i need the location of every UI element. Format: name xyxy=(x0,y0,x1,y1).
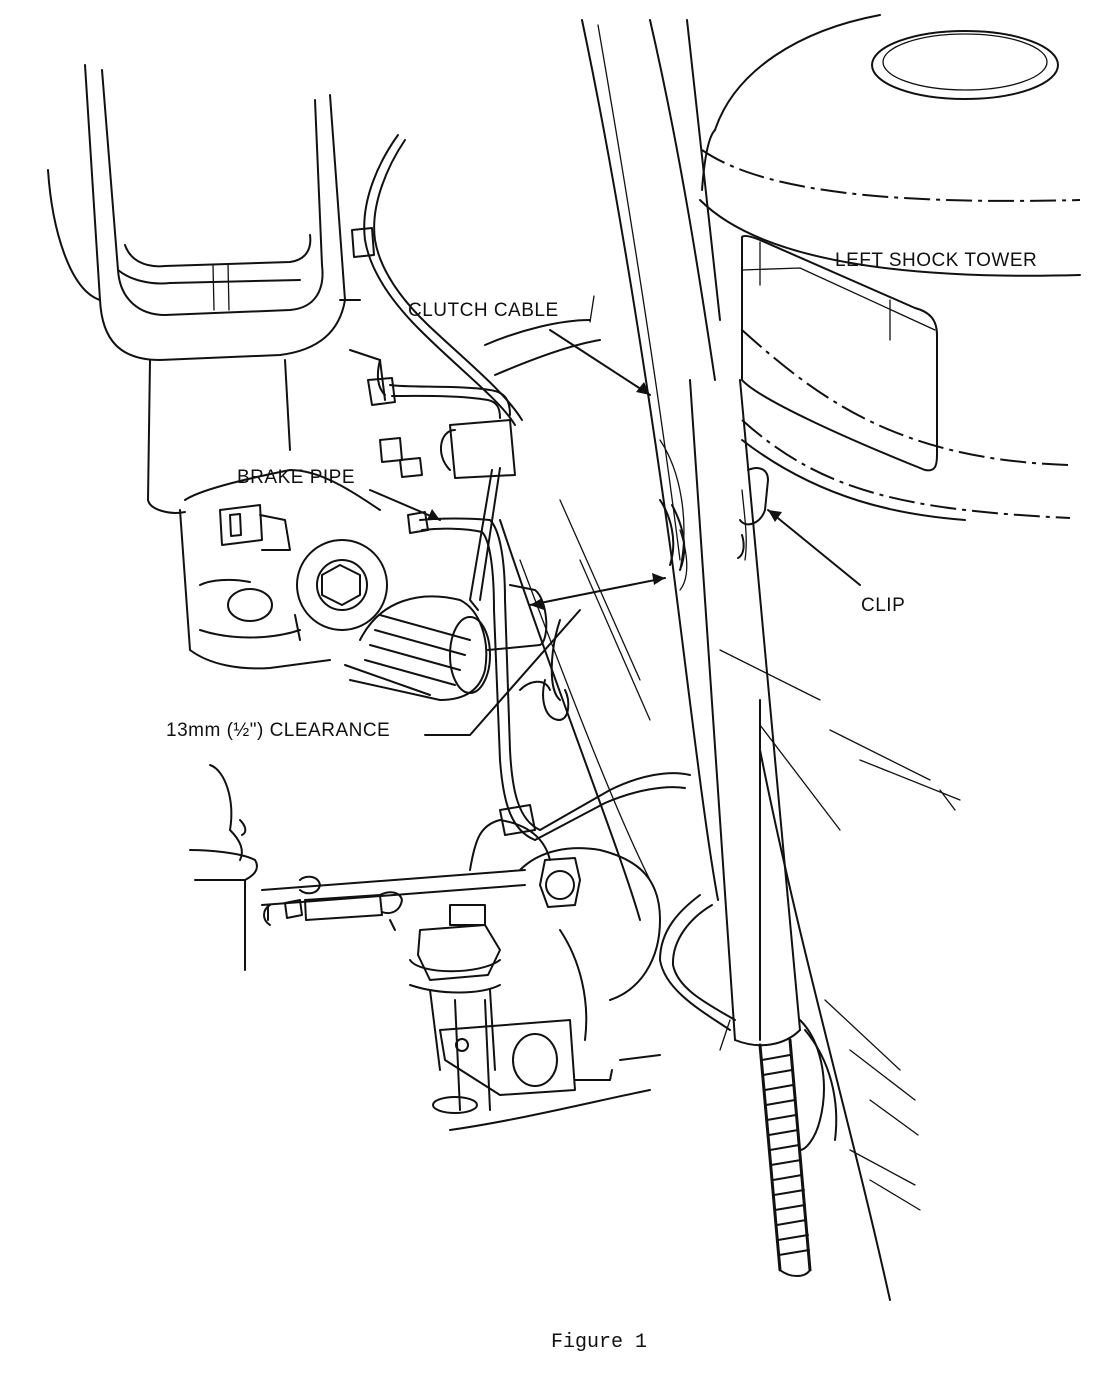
figure-caption: Figure 1 xyxy=(551,1331,647,1354)
brake-master-cylinder-reservoir xyxy=(47,64,548,701)
label-brake-pipe: BRAKE PIPE xyxy=(237,467,355,488)
threaded-rod xyxy=(758,1019,838,1277)
lower-linkage-assembly xyxy=(189,764,661,1131)
clip-bracket xyxy=(659,467,769,571)
inner-fender-panel xyxy=(499,19,721,921)
strut-tube xyxy=(689,379,801,1047)
label-clearance: 13mm (½") CLEARANCE xyxy=(166,720,390,741)
left-shock-tower xyxy=(699,14,1081,1301)
leader-lines xyxy=(369,329,861,736)
clutch-cable xyxy=(351,134,601,721)
label-clip: CLIP xyxy=(861,595,905,616)
label-left-shock-tower: LEFT SHOCK TOWER xyxy=(835,250,1037,271)
labels: LEFT SHOCK TOWER CLUTCH CABLE BRAKE PIPE… xyxy=(166,250,1037,741)
clutch-cable-tick xyxy=(589,295,595,323)
label-clutch-cable: CLUTCH CABLE xyxy=(408,300,559,321)
